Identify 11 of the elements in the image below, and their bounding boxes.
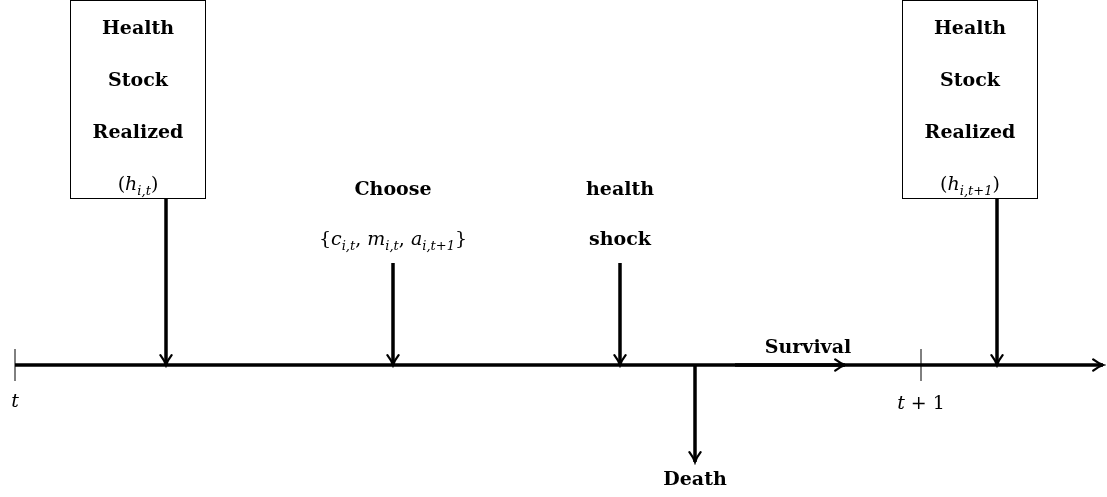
math-expression: {c$_{i,t}$, m$_{i,t}$, a$_{i,t+1}$} — [317, 226, 469, 255]
time-label: t — [11, 389, 19, 411]
event-box — [902, 0, 1038, 199]
math-expression: (h$_{i,t}$) — [116, 171, 160, 200]
math-expression: (h$_{i,t+1}$) — [939, 171, 1001, 200]
event-box — [70, 0, 206, 199]
time-label: t + 1 — [897, 391, 945, 413]
timeline-label: Survival — [764, 335, 852, 357]
event-title: Choose — [353, 176, 433, 201]
event-title: health shock — [585, 176, 655, 251]
event-title: Death — [662, 466, 728, 491]
